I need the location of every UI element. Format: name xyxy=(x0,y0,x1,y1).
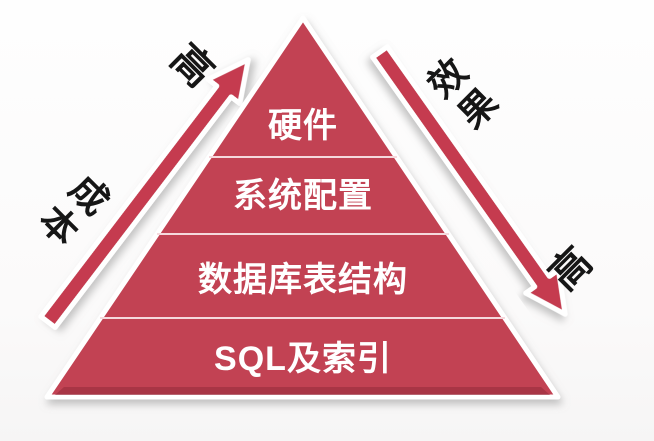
pyramid-shape xyxy=(44,15,561,400)
pyramid-base-shade xyxy=(55,387,550,395)
pyramid-layer-label-system-config: 系统配置 xyxy=(233,177,373,215)
pyramid-layer-label-sql-index: SQL及索引 xyxy=(214,340,392,378)
pyramid-layer-label-db-schema: 数据库表结构 xyxy=(198,261,408,299)
effect-arrow-down xyxy=(370,44,568,317)
pyramid-layer-label-hardware: 硬件 xyxy=(268,107,338,145)
cost-arrow-up xyxy=(38,57,251,330)
